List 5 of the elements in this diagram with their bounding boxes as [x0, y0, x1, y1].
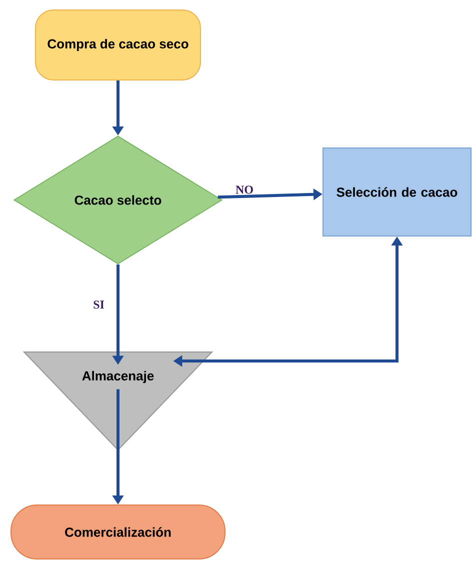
- process-box: Selección de cacao: [322, 148, 472, 236]
- end-box: Comercialización: [10, 504, 226, 560]
- edge-label: NO: [236, 186, 253, 194]
- edge-label: SI: [94, 300, 104, 309]
- start-box: Compra de cacao seco: [35, 10, 201, 80]
